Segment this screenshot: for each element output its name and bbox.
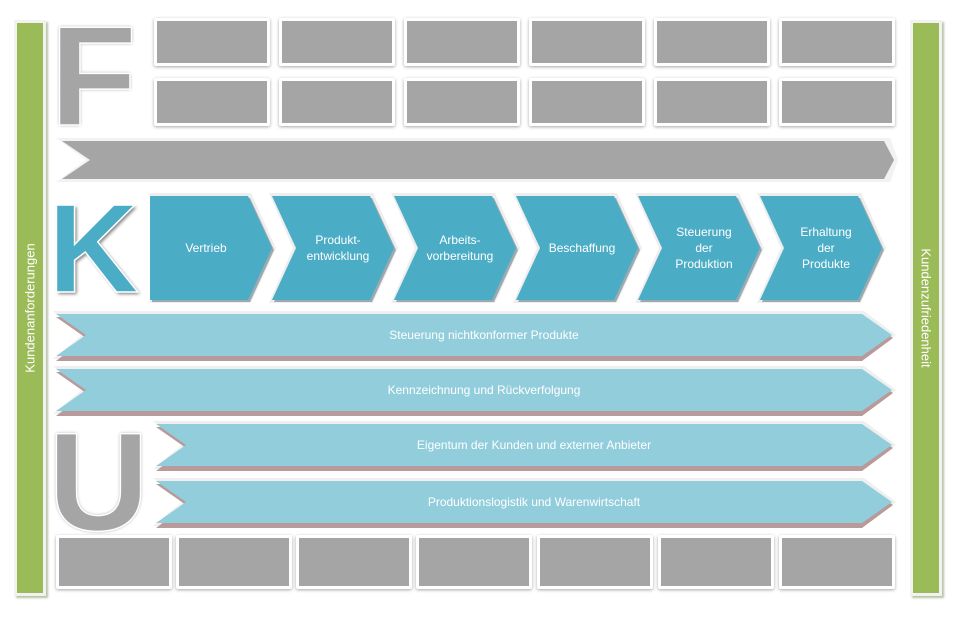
process-step-chevron [513,193,642,303]
bottom-box [56,535,172,589]
bottom-box [779,535,895,589]
top-box [279,18,395,66]
process-step-label: Arbeits- vorbereitung [426,233,494,263]
management-arrow-shape [62,141,894,179]
process-step-label: Erhaltung der Produkte [800,225,852,271]
customer-satisfaction-bar: Kundenzufriedenheit [910,20,942,596]
bottom-box [658,535,774,589]
process-step-label: Produkt- entwicklung [306,233,370,263]
support-band [153,478,896,528]
process-step-chevron [635,193,764,303]
bottom-box [537,535,653,589]
customer-requirements-bar: Kundenanforderungen [14,20,46,596]
top-box [529,78,645,126]
letter-f: F [49,0,137,156]
bottom-box [296,535,412,589]
letter-u: U [47,403,150,560]
bottom-box [416,535,532,589]
top-box [654,18,770,66]
process-step-label: Vertrieb [185,241,227,255]
support-band-label: Kennzeichnung und Rückverfolgung [387,383,581,397]
customer-satisfaction-label: Kundenzufriedenheit [918,248,934,368]
process-step-label: Steuerung der Produktion [675,225,733,271]
top-box [404,78,520,126]
letter-k: K [47,178,140,319]
support-band-label: Produktionslogistik und Warenwirtschaft [427,495,641,509]
process-step-chevron [150,193,276,303]
process-chain [150,193,886,303]
top-box [529,18,645,66]
process-step-chevron [269,193,398,303]
top-box [779,78,895,126]
process-step-chevron [757,193,886,303]
support-band [53,311,896,361]
support-band-label: Steuerung nichtkonformer Produkte [389,328,579,342]
support-process-bands [53,311,896,528]
top-box [404,18,520,66]
top-box [154,18,270,66]
management-arrow [56,138,898,182]
support-band [153,421,896,471]
bottom-box [176,535,292,589]
process-step-label: Beschaffung [548,241,616,255]
customer-requirements-label: Kundenanforderungen [22,243,38,373]
top-box [279,78,395,126]
top-box [779,18,895,66]
top-box [154,78,270,126]
support-band [53,366,896,416]
support-band-label: Eigentum der Kunden und externer Anbiete… [416,438,652,452]
process-step-chevron [391,193,520,303]
top-box [654,78,770,126]
